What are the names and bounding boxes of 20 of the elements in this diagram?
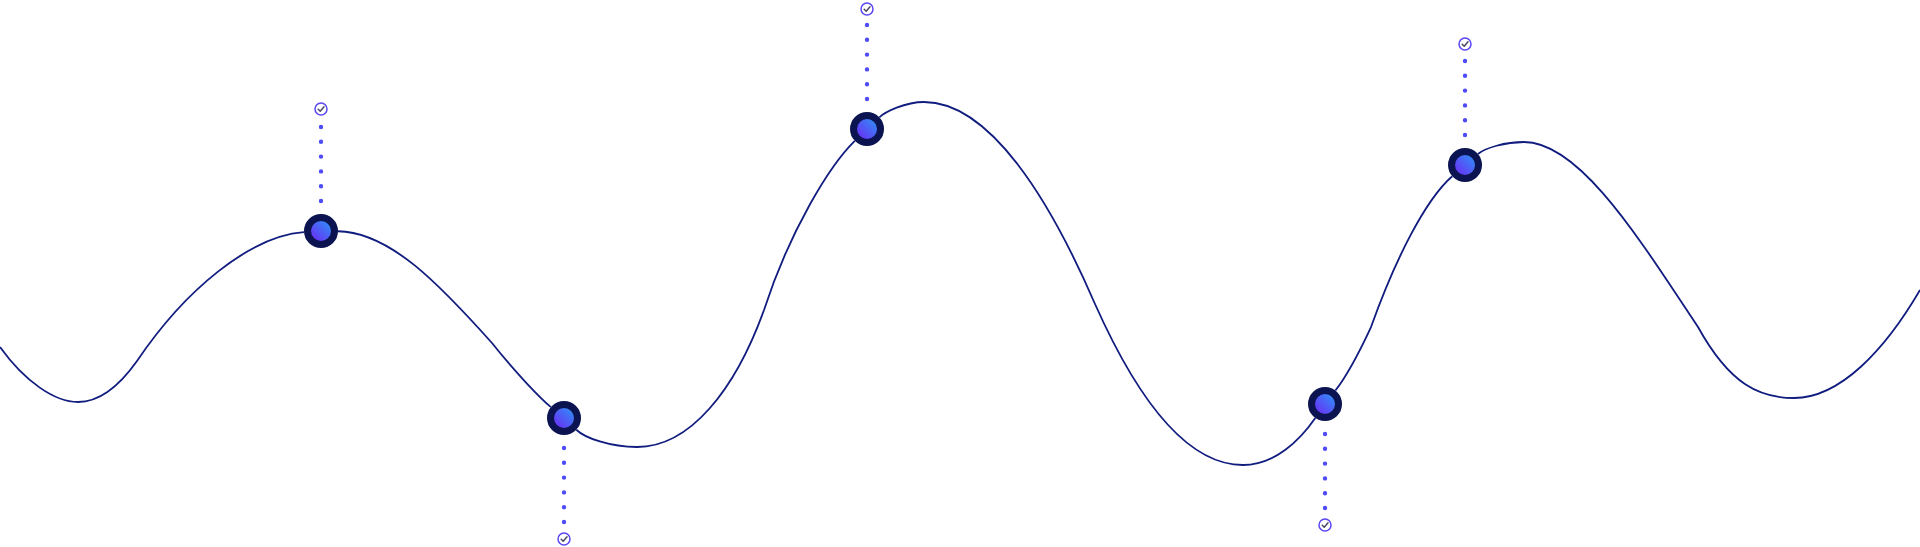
dotted-leader-line	[1322, 431, 1328, 513]
milestone-dot	[850, 112, 884, 146]
dotted-leader-line	[1462, 56, 1468, 138]
check-icon	[860, 2, 874, 16]
milestone-dot	[1308, 387, 1342, 421]
wave-line	[0, 231, 305, 403]
dotted-leader-line	[561, 445, 567, 527]
check-icon	[1318, 518, 1332, 532]
milestone-dot	[304, 214, 338, 248]
check-icon	[1458, 37, 1472, 51]
wave-line	[575, 139, 856, 448]
milestone-dot	[547, 401, 581, 435]
wave-line	[337, 230, 552, 408]
wave-line	[878, 101, 1317, 466]
check-icon	[314, 102, 328, 116]
dotted-leader-line	[864, 21, 870, 102]
milestone-dot	[1448, 148, 1482, 182]
check-icon	[557, 532, 571, 546]
wave-line	[1477, 141, 1920, 399]
wave-line	[1334, 175, 1454, 392]
